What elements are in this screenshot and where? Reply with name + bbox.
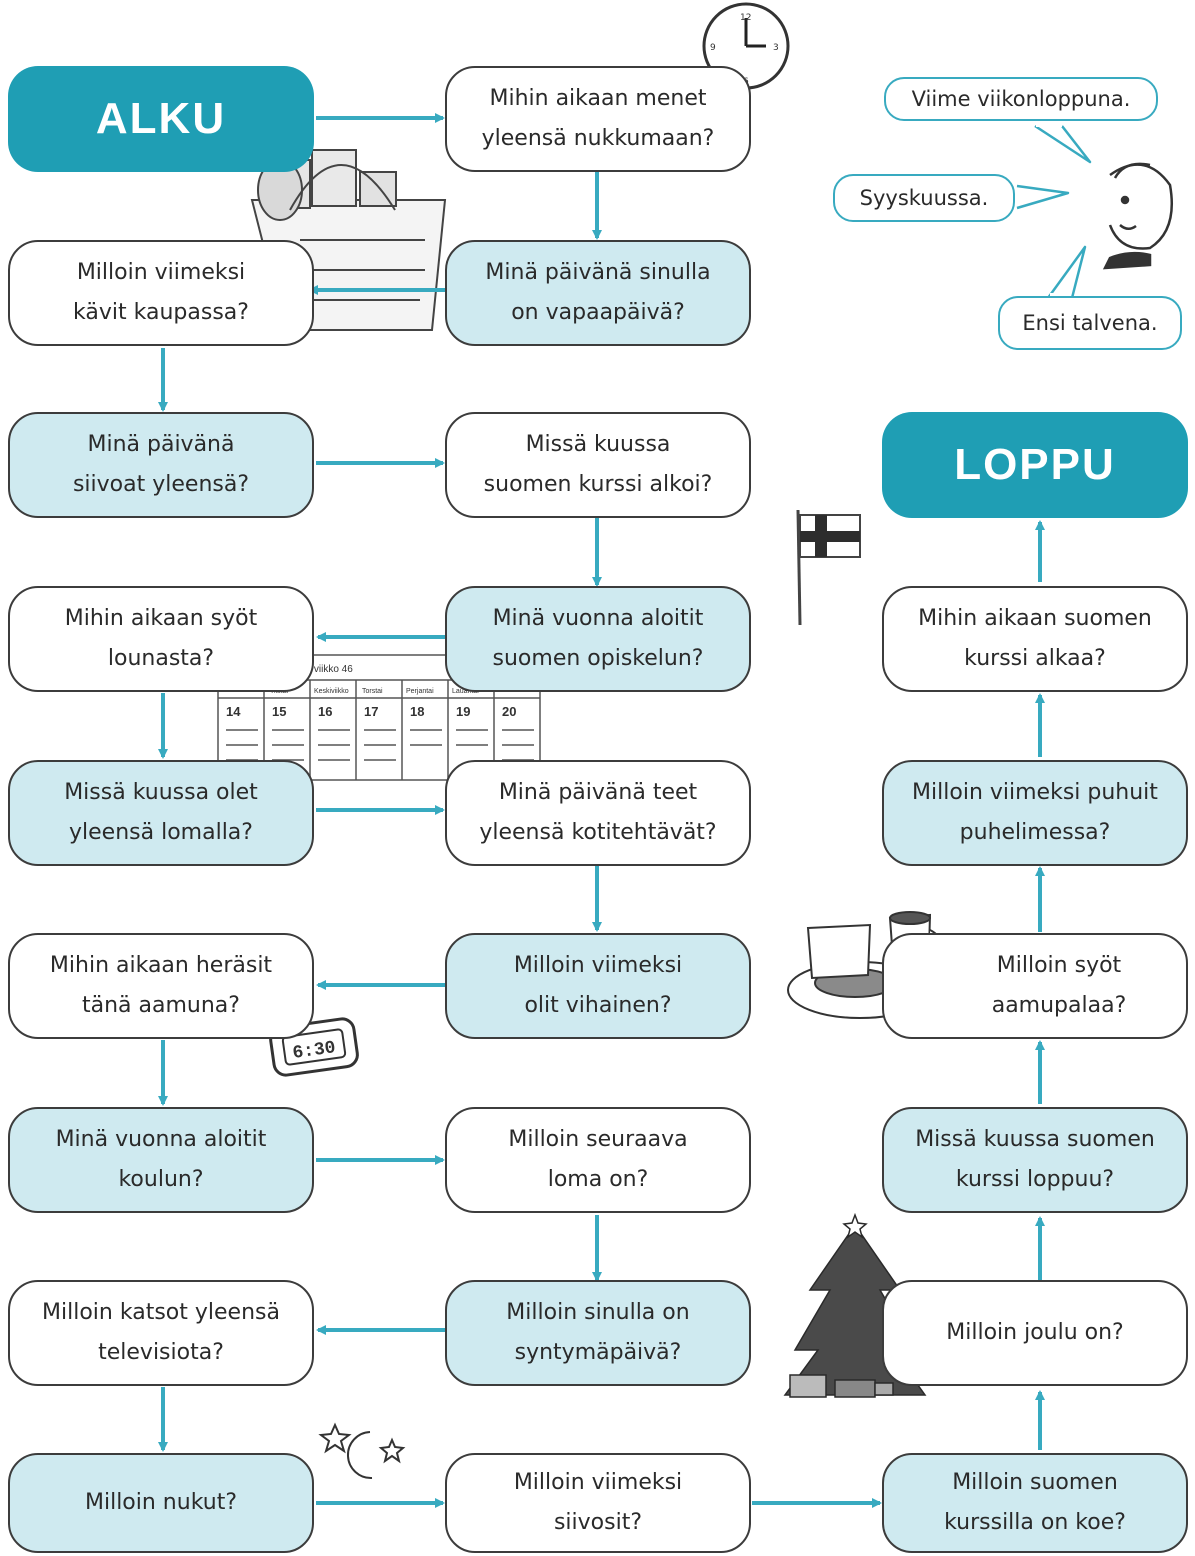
- finnish-flag-icon: [796, 509, 861, 626]
- bubble-text: Syyskuussa.: [859, 186, 989, 210]
- question-box: Milloin syöt aamupalaa?: [882, 933, 1188, 1039]
- bubble-text: Ensi talvena.: [1022, 311, 1158, 335]
- bubble-tails: [1016, 124, 1092, 299]
- calendar-date: 19: [456, 704, 470, 719]
- question-box: Minä päivänä teet yleensä kotitehtävät?: [445, 760, 751, 866]
- question-box: Minä päivänä sinulla on vapaapäivä?: [445, 240, 751, 346]
- question-box: Milloin viimeksi olit vihainen?: [445, 933, 751, 1039]
- speech-bubble: Syyskuussa.: [833, 174, 1015, 222]
- question-text: Missä kuussa suomen kurssi alkoi?: [483, 432, 713, 497]
- calendar-day: Lauantai: [452, 688, 479, 695]
- calendar-header: 22 viikko 46: [300, 664, 353, 675]
- question-box: Milloin viimeksi siivosit?: [445, 1453, 751, 1553]
- question-box: Mihin aikaan menet yleensä nukkumaan?: [445, 66, 751, 172]
- question-text: Milloin joulu on?: [946, 1320, 1124, 1345]
- calendar-day: Torstai: [362, 688, 383, 695]
- speech-bubble: Viime viikonloppuna.: [884, 77, 1158, 121]
- svg-text:9: 9: [710, 43, 716, 53]
- question-text: Minä vuonna aloitit suomen opiskelun?: [492, 606, 704, 671]
- question-text: Minä päivänä siivoat yleensä?: [72, 432, 250, 497]
- question-text: Missä kuussa olet yleensä lomalla?: [64, 780, 258, 845]
- question-text: Milloin katsot yleensä televisiota?: [42, 1300, 280, 1365]
- question-box: Missä kuussa olet yleensä lomalla?: [8, 760, 314, 866]
- calendar-date: 18: [410, 704, 424, 719]
- flow-arrows: [158, 113, 1045, 1508]
- question-text: Milloin suomen kurssilla on koe?: [944, 1470, 1126, 1535]
- svg-text:3: 3: [773, 43, 779, 53]
- question-text: Milloin syöt aamupalaa?: [991, 953, 1127, 1018]
- person-icon: [1102, 162, 1174, 270]
- question-text: Milloin viimeksi siivosit?: [513, 1470, 683, 1535]
- question-box: Missä kuussa suomen kurssi loppuu?: [882, 1107, 1188, 1213]
- question-text: Missä kuussa suomen kurssi loppuu?: [915, 1127, 1155, 1192]
- question-box: Milloin viimeksi puhuit puhelimessa?: [882, 760, 1188, 866]
- question-box: Milloin sinulla on syntymäpäivä?: [445, 1280, 751, 1386]
- question-box: Minä vuonna aloitit koulun?: [8, 1107, 314, 1213]
- end-box: LOPPU: [882, 412, 1188, 518]
- start-box: ALKU: [8, 66, 314, 172]
- question-text: Minä päivänä sinulla on vapaapäivä?: [485, 260, 711, 325]
- question-box: Mihin aikaan heräsit tänä aamuna?: [8, 933, 314, 1039]
- calendar-day: Perjantai: [406, 688, 434, 695]
- question-box: Milloin seuraava loma on?: [445, 1107, 751, 1213]
- calendar-date: 14: [226, 704, 241, 719]
- calendar-date: 20: [502, 704, 516, 719]
- question-text: Mihin aikaan syöt lounasta?: [64, 606, 258, 671]
- question-text: Milloin viimeksi olit vihainen?: [513, 953, 683, 1018]
- question-box: Milloin joulu on?: [882, 1280, 1188, 1386]
- svg-text:12: 12: [740, 13, 751, 23]
- start-label: ALKU: [95, 94, 227, 143]
- question-box: Milloin suomen kurssilla on koe?: [882, 1453, 1188, 1553]
- question-text: Mihin aikaan suomen kurssi alkaa?: [918, 606, 1152, 671]
- question-text: Milloin nukut?: [84, 1490, 238, 1515]
- question-text: Minä päivänä teet yleensä kotitehtävät?: [479, 780, 717, 845]
- question-text: Milloin viimeksi kävit kaupassa?: [73, 260, 249, 325]
- calendar-day: Keskiviikko: [314, 688, 349, 695]
- question-text: Mihin aikaan menet yleensä nukkumaan?: [481, 86, 715, 151]
- calendar-date: 15: [272, 704, 286, 719]
- question-box: Milloin katsot yleensä televisiota?: [8, 1280, 314, 1386]
- question-text: Milloin viimeksi puhuit puhelimessa?: [912, 780, 1158, 845]
- question-box: Missä kuussa suomen kurssi alkoi?: [445, 412, 751, 518]
- question-text: Milloin seuraava loma on?: [508, 1127, 688, 1192]
- question-text: Mihin aikaan heräsit tänä aamuna?: [49, 953, 273, 1018]
- calendar-date: 16: [318, 704, 332, 719]
- bubble-text: Viime viikonloppuna.: [911, 87, 1131, 111]
- speech-bubble: Ensi talvena.: [998, 296, 1182, 350]
- question-text: Minä vuonna aloitit koulun?: [55, 1127, 267, 1192]
- question-text: Milloin sinulla on syntymäpäivä?: [506, 1300, 690, 1365]
- calendar-date: 17: [364, 704, 378, 719]
- moon-stars-icon: [318, 1422, 406, 1480]
- question-box: Minä päivänä siivoat yleensä?: [8, 412, 314, 518]
- question-box: Milloin viimeksi kävit kaupassa?: [8, 240, 314, 346]
- question-box: Milloin nukut?: [8, 1453, 314, 1553]
- end-label: LOPPU: [954, 440, 1116, 489]
- question-box: Mihin aikaan suomen kurssi alkaa?: [882, 586, 1188, 692]
- question-box: Minä vuonna aloitit suomen opiskelun?: [445, 586, 751, 692]
- question-box: Mihin aikaan syöt lounasta?: [8, 586, 314, 692]
